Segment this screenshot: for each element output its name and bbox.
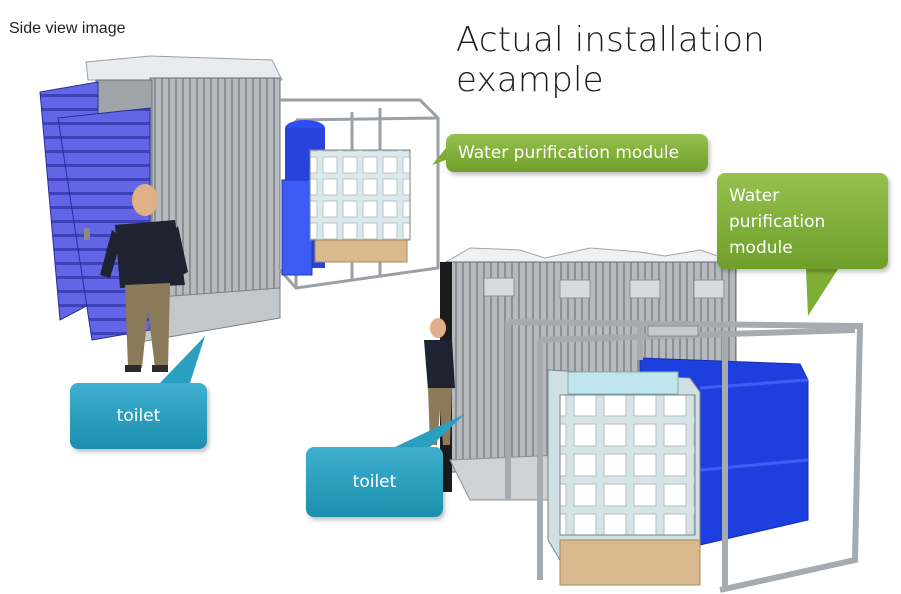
callout-pointers	[160, 148, 838, 447]
right-scene	[424, 247, 864, 593]
toilet-roof	[85, 55, 283, 81]
ibc-water-top	[567, 371, 679, 395]
right-ibc-cage	[559, 394, 696, 536]
door-handle-icon	[84, 228, 90, 240]
pipe	[647, 325, 699, 337]
page-title: Actual installation example	[456, 20, 765, 100]
right-ibc-pallet	[559, 539, 701, 586]
callout-water-purification-module-right: Water purification module	[717, 173, 888, 269]
left-filter-column	[281, 179, 313, 276]
left-ibc-cage	[309, 149, 411, 241]
left-scene	[39, 55, 440, 372]
side-view-label: Side view image	[9, 20, 126, 37]
left-ibc-pallet	[314, 239, 408, 263]
vent-grilles	[483, 277, 725, 299]
toilet-roof-2	[444, 247, 736, 263]
callout-toilet-right: toilet	[306, 447, 443, 517]
person-left	[100, 184, 188, 372]
callout-water-purification-module-top: Water purification module	[446, 134, 708, 172]
callout-toilet-left: toilet	[70, 383, 207, 449]
